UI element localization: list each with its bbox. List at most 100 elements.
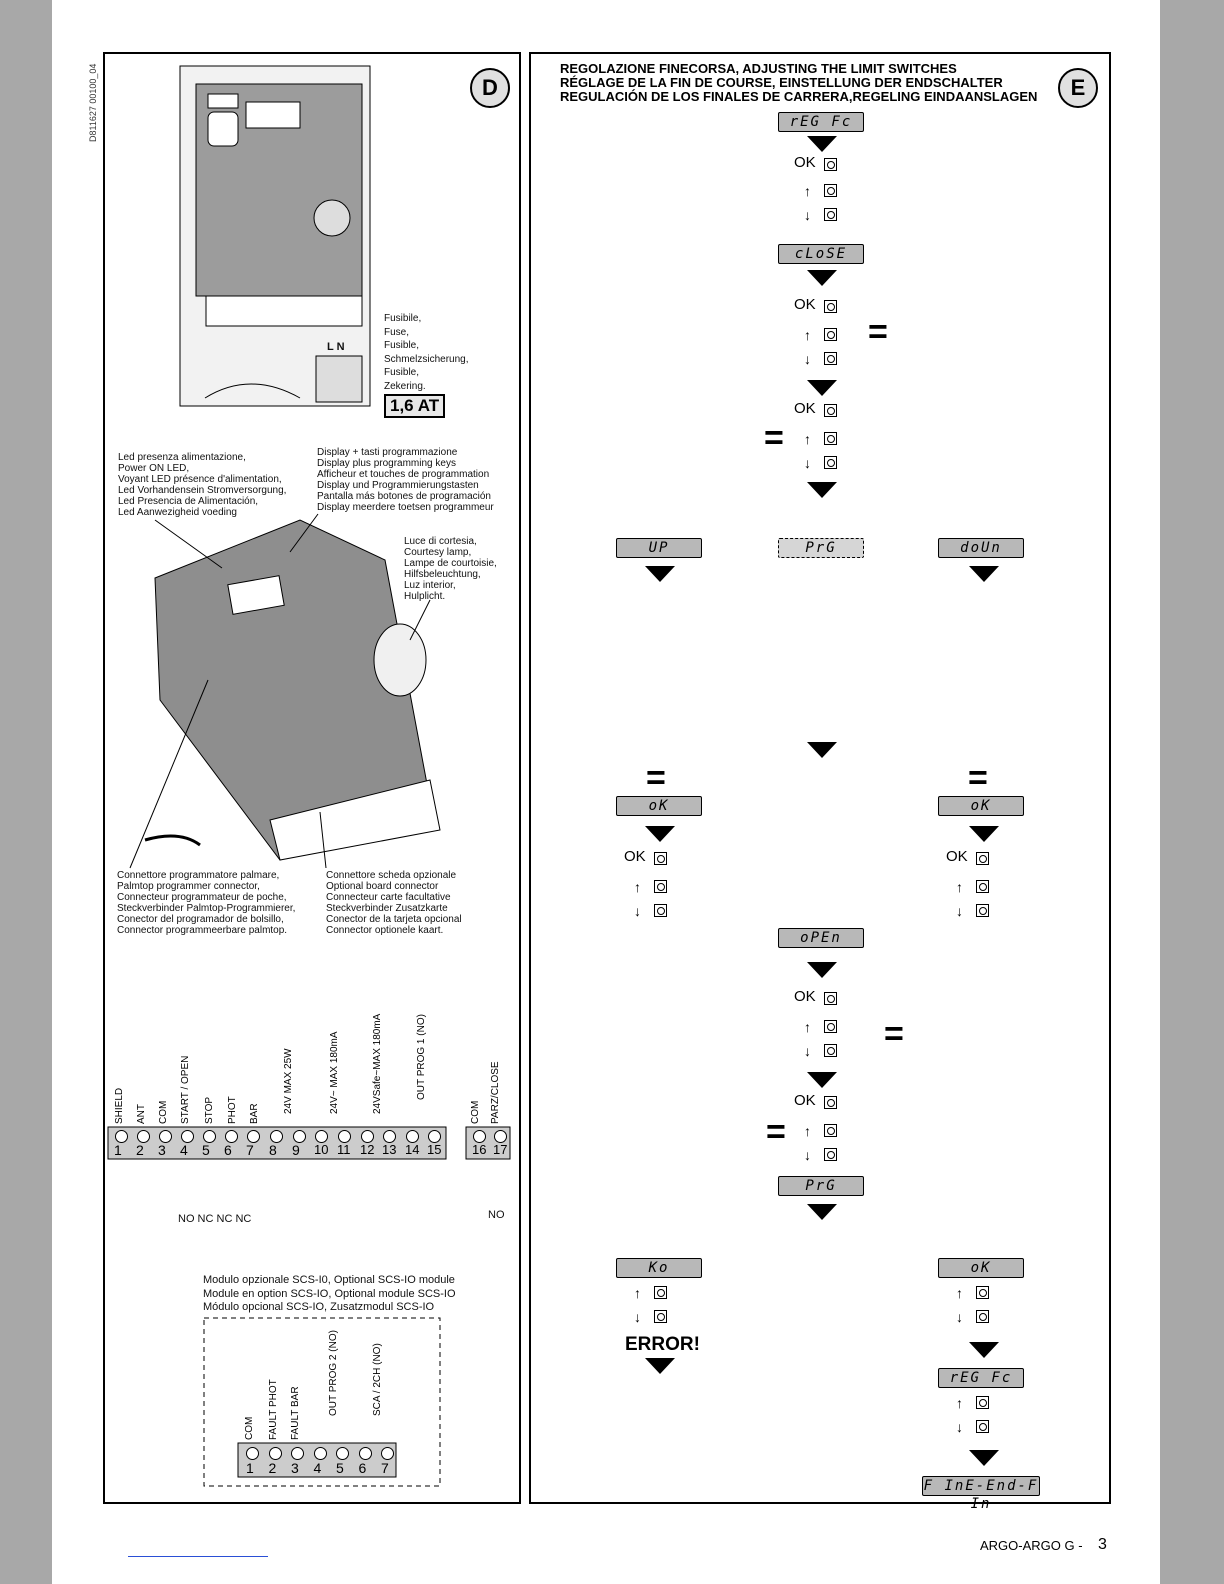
ok-key-label: OK [794,154,816,171]
terminal-number: 2 [136,1142,144,1158]
up-key-button [976,880,989,893]
flow-arrow [807,742,837,758]
flow-arrow [807,270,837,286]
term-label-bar: BAR [249,1103,260,1124]
terminal-number: 8 [269,1142,277,1158]
up-key-button [976,1396,989,1409]
up-arrow-icon: ↑ [804,183,811,199]
term-label-phot: PHOT [227,1096,238,1124]
down-arrow-icon: ↓ [804,1043,811,1059]
terminal-number: 5 [202,1142,210,1158]
equals-sign: = [968,759,988,797]
ok-key-button [824,1096,837,1109]
ok-key-label: OK [946,848,968,865]
footer-page-number: 3 [1098,1536,1107,1553]
flow-arrow [807,962,837,978]
down-arrow-icon: ↓ [634,903,641,919]
scs-terminal-screw [358,1447,372,1460]
terminal-number: 12 [360,1142,375,1157]
footer-link-line [128,1556,268,1557]
up-key-button [976,1286,989,1299]
up-arrow-icon: ↑ [956,1395,963,1411]
flow-arrow [645,1358,675,1374]
terminal-number: 13 [382,1142,397,1157]
display-reg-fc: rEG Fc [778,112,864,132]
scs-label-fault-bar: FAULT BAR [290,1386,301,1440]
scs-terminal-number: 7 [381,1460,389,1476]
display-up: UP [616,538,702,558]
scs-terminal-screw [246,1447,259,1460]
terminal-screw [361,1130,374,1143]
panel-d-badge: D [470,68,510,108]
scs-terminal-number: 5 [336,1460,344,1476]
flow-arrow [969,826,999,842]
up-arrow-icon: ↑ [804,327,811,343]
ok-key-button [976,852,989,865]
down-arrow-icon: ↓ [804,455,811,471]
up-key-button [654,880,667,893]
flow-arrow [969,1342,999,1358]
down-arrow-icon: ↓ [956,1419,963,1435]
term-label-stop: STOP [204,1096,215,1124]
terminal-screw [159,1130,172,1143]
terminal-number: 9 [292,1142,300,1158]
down-arrow-icon: ↓ [804,351,811,367]
equals-sign: = [868,313,888,351]
terminal-number: 7 [246,1142,254,1158]
ok-key-button [824,992,837,1005]
up-arrow-icon: ↑ [804,431,811,447]
up-arrow-icon: ↑ [634,879,641,895]
terminal-screw [181,1130,194,1143]
terminal-screw [406,1130,419,1143]
display-ok-left: oK [616,796,702,816]
terminal-screw [225,1130,238,1143]
up-key-button [824,184,837,197]
panel-e-heading: REGOLAZIONE FINECORSA, ADJUSTING THE LIM… [560,61,1038,104]
down-arrow-icon: ↓ [804,207,811,223]
terminal-screw [473,1130,486,1143]
terminal-number: 16 [472,1142,487,1157]
scs-terminal-screw [381,1447,394,1460]
ln-label: L N [327,341,345,353]
up-key-button [824,1020,837,1033]
down-arrow-icon: ↓ [956,903,963,919]
display-prg: PrG [778,1176,864,1196]
scs-terminal-screw [291,1447,304,1460]
display-open: oPEn [778,928,864,948]
down-key-button [824,208,837,221]
equals-sign: = [766,1113,786,1151]
panel-e-badge: E [1058,68,1098,108]
flow-arrow [807,1072,837,1088]
fuse-label: Fusibile,Fuse, Fusible,Schmelzsicherung,… [384,313,469,392]
palmtop-connector-label: Connettore programmatore palmare,Palmtop… [117,870,296,936]
ok-key-label: OK [794,988,816,1005]
terminal-screw [494,1130,507,1143]
terminal-number: 3 [158,1142,166,1158]
term-label-shield: SHIELD [114,1087,125,1124]
down-key-button [976,904,989,917]
up-key-button [824,1124,837,1137]
up-key-button [824,432,837,445]
term-label-com: COM [158,1100,169,1124]
term-label-parz-close: PARZ/CLOSE [490,1061,501,1124]
display-reg-fc-bottom: rEG Fc [938,1368,1024,1388]
footer-product: ARGO-ARGO G - [980,1538,1083,1553]
display-ok-right: oK [938,796,1024,816]
flow-arrow [969,566,999,582]
courtesy-lamp-label: Luce di cortesia,Courtesy lamp, Lampe de… [404,536,497,602]
up-arrow-icon: ↑ [956,879,963,895]
terminal-screw [338,1130,351,1143]
term-label-out-prog1: OUT PROG 1 (NO) [416,1014,427,1100]
down-arrow-icon: ↓ [804,1147,811,1163]
down-key-button [824,1148,837,1161]
scs-terminal-screw [336,1447,349,1460]
down-key-button [654,904,667,917]
terminal-screw [293,1130,306,1143]
scs-label-fault-phot: FAULT PHOT [268,1379,279,1440]
terminal-number: 14 [405,1142,420,1157]
term-label-start-open: START / OPEN [180,1055,191,1124]
scs-terminal-screw [268,1447,282,1460]
equals-sign: = [764,419,784,457]
